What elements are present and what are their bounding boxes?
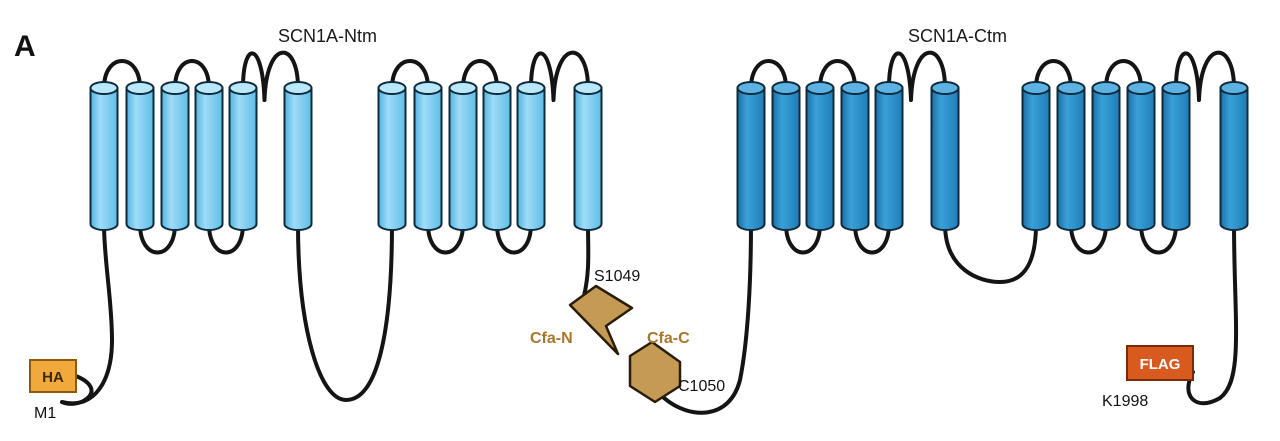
ntm-to-cfa-n-linker bbox=[582, 222, 591, 298]
ntm-repeat-2-extracellular-loop-1 bbox=[390, 59, 430, 90]
ctm-interdomain-linker bbox=[943, 222, 1038, 284]
ntm-repeat-1-extracellular-loop-3 bbox=[173, 59, 211, 90]
ctm-repeat-2-intracellular-loop-4 bbox=[1139, 222, 1178, 255]
residue-k1998-label: K1998 bbox=[1102, 393, 1148, 410]
residue-m1-label: M1 bbox=[34, 405, 56, 422]
ntm-repeat-1-intracellular-loop-2 bbox=[138, 222, 177, 255]
ctm-repeat-1-intracellular-loop-2 bbox=[784, 222, 822, 255]
domain-n-title: SCN1A-Ntm bbox=[278, 26, 377, 46]
backbone-loops bbox=[60, 50, 1239, 415]
flag-tag: FLAG bbox=[1126, 345, 1194, 381]
ntm-repeat-1-pore-loop bbox=[241, 50, 300, 102]
ntm-repeat-1-intracellular-loop-4 bbox=[207, 222, 245, 255]
ctm-repeat-2-helix-s1 bbox=[1021, 81, 1051, 231]
ctm-repeat-2-helix-s4 bbox=[1126, 81, 1156, 231]
ctm-repeat-1-helix-s3 bbox=[805, 81, 835, 231]
ntm-repeat-2-intracellular-loop-4 bbox=[495, 222, 533, 255]
ctm-repeat-1-extracellular-loop-1 bbox=[749, 59, 788, 90]
residue-c1050-label: C1050 bbox=[678, 378, 725, 395]
ctm-repeat-2-extracellular-loop-1 bbox=[1034, 59, 1073, 90]
intein-cfa-n bbox=[568, 284, 634, 356]
ntm-repeat-2-helix-s4 bbox=[482, 81, 512, 231]
ntm-repeat-1-helix-s3 bbox=[160, 81, 190, 231]
ctm-repeat-2-extracellular-loop-3 bbox=[1104, 59, 1143, 90]
ctm-repeat-1-helix-s4 bbox=[840, 81, 870, 231]
c-terminal-tail bbox=[1186, 222, 1239, 406]
ntm-repeat-2-helix-s6 bbox=[573, 81, 603, 231]
ntm-repeat-1-extracellular-loop-1 bbox=[102, 59, 142, 90]
ntm-repeat-2-pore-loop bbox=[529, 50, 590, 102]
ntm-repeat-2-helix-s5 bbox=[516, 81, 546, 231]
ntm-repeat-2-helix-s1 bbox=[377, 81, 407, 231]
ctm-repeat-2-helix-s5 bbox=[1161, 81, 1191, 231]
ctm-repeat-2-intracellular-loop-2 bbox=[1069, 222, 1108, 255]
ntm-repeat-1-helix-s1 bbox=[89, 81, 119, 231]
ctm-repeat-2-helix-s6 bbox=[1219, 81, 1249, 231]
intein-cfa-c bbox=[628, 340, 682, 404]
ctm-repeat-2-pore-loop bbox=[1174, 50, 1236, 102]
panel-label: A bbox=[14, 30, 36, 63]
ntm-repeat-1-helix-s2 bbox=[125, 81, 155, 231]
cfa-c-label: Cfa-C bbox=[647, 330, 690, 347]
ha-tag: HA bbox=[29, 359, 77, 393]
ctm-repeat-1-intracellular-loop-4 bbox=[853, 222, 891, 255]
ntm-repeat-2-extracellular-loop-3 bbox=[461, 59, 499, 90]
ctm-repeat-1-extracellular-loop-3 bbox=[818, 59, 857, 90]
ntm-repeat-2-helix-s2 bbox=[413, 81, 443, 231]
ntm-repeat-2-intracellular-loop-2 bbox=[426, 222, 465, 255]
cfa-n-label: Cfa-N bbox=[530, 330, 573, 347]
ntm-repeat-1-helix-s6 bbox=[283, 81, 313, 231]
domain-c-title: SCN1A-Ctm bbox=[908, 26, 1007, 46]
ntm-interdomain-linker bbox=[296, 222, 394, 402]
ctm-repeat-1-helix-s2 bbox=[771, 81, 801, 231]
ctm-repeat-1-helix-s6 bbox=[930, 81, 960, 231]
n-terminal-tail bbox=[60, 222, 114, 406]
residue-s1049-label: S1049 bbox=[594, 268, 640, 285]
flag-tag-label: FLAG bbox=[1140, 356, 1181, 373]
ntm-repeat-1-helix-s4 bbox=[194, 81, 224, 231]
ntm-repeat-1-helix-s5 bbox=[228, 81, 258, 231]
ctm-repeat-2-helix-s2 bbox=[1056, 81, 1086, 231]
ntm-repeat-2-helix-s3 bbox=[448, 81, 478, 231]
ha-tag-label: HA bbox=[42, 369, 64, 386]
cfa-c-to-ctm-linker bbox=[662, 222, 753, 415]
ctm-repeat-2-helix-s3 bbox=[1091, 81, 1121, 231]
transmembrane-helices bbox=[89, 81, 1249, 231]
ctm-repeat-1-helix-s5 bbox=[874, 81, 904, 231]
ctm-repeat-1-helix-s1 bbox=[736, 81, 766, 231]
ctm-repeat-1-pore-loop bbox=[887, 50, 947, 102]
